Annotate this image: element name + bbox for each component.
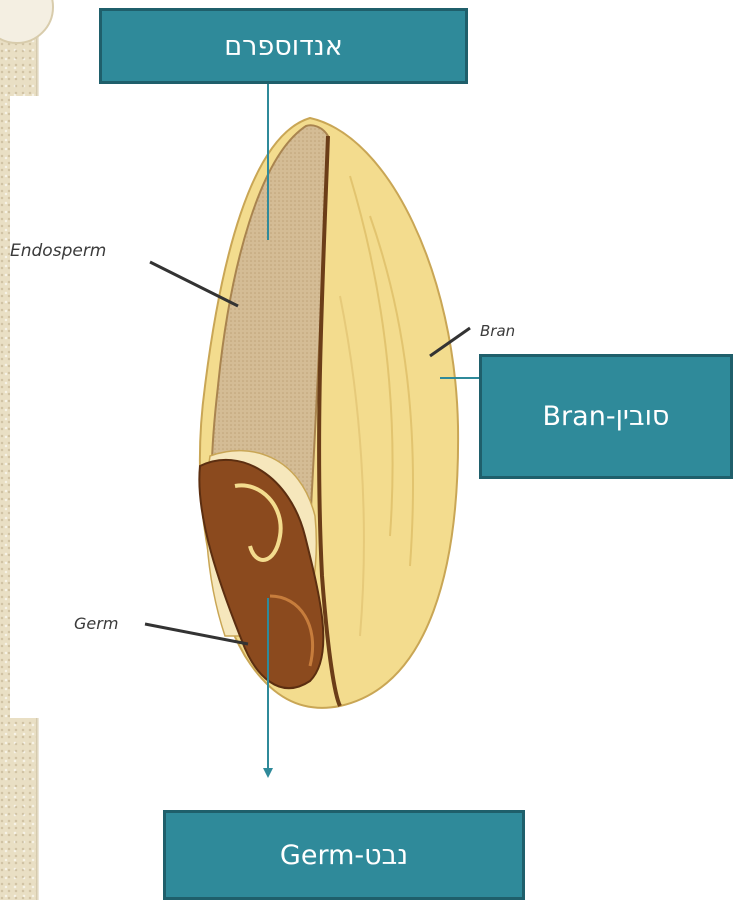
kernel-svg: Endosperm Bran Germ xyxy=(10,96,558,718)
bran-image-label: Bran xyxy=(480,322,515,340)
germ-label-box: Germ-נבט xyxy=(163,810,525,900)
endosperm-label-box: אנדוספרם xyxy=(99,8,468,84)
bran-label-box: Bran-סובין xyxy=(479,354,733,479)
endosperm-image-label: Endosperm xyxy=(10,241,106,261)
germ-image-label: Germ xyxy=(74,614,118,633)
wheat-kernel-illustration: Endosperm Bran Germ xyxy=(10,96,558,718)
